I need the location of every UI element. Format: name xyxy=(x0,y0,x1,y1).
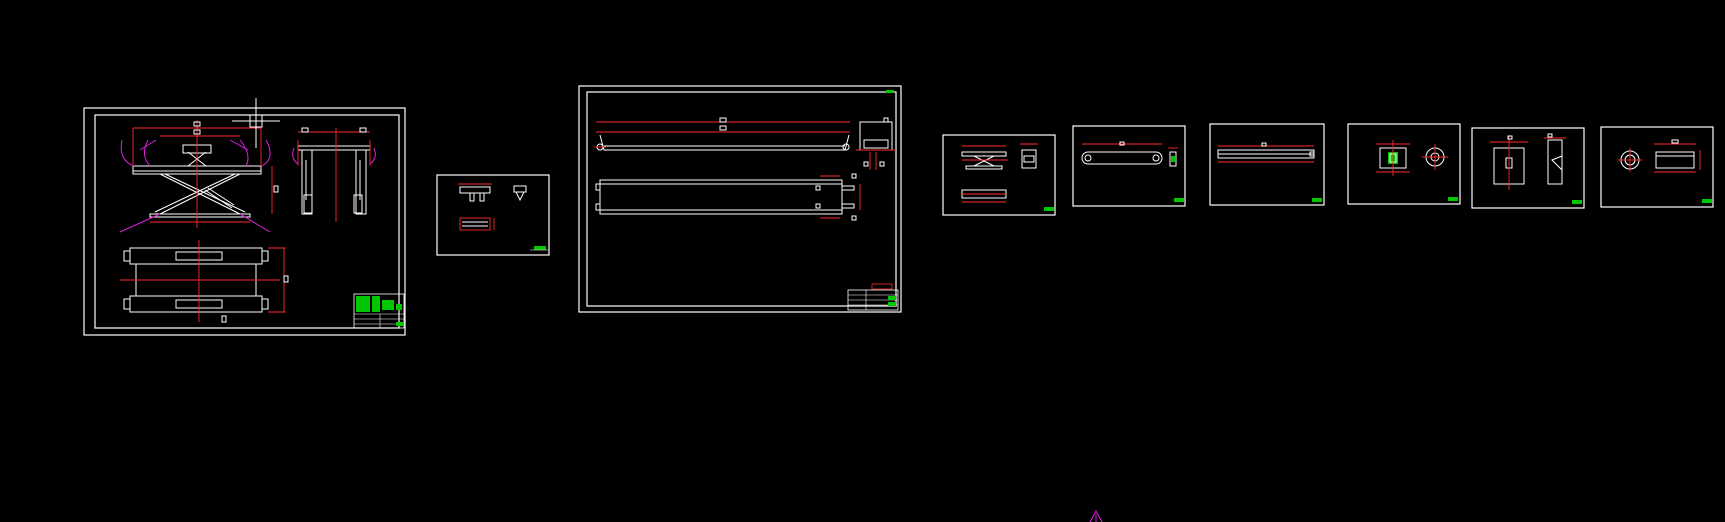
scissor-lift-top-view xyxy=(120,240,289,323)
beam-top-view xyxy=(595,173,861,221)
title-block-base-frame xyxy=(847,283,899,311)
detail-views xyxy=(458,183,527,231)
sheet-part-5[interactable] xyxy=(1471,127,1585,209)
sheet-part-3[interactable] xyxy=(1209,123,1325,206)
part-6-views xyxy=(1618,139,1701,173)
ucs-marker-icon xyxy=(1089,509,1103,522)
sheet-base-frame[interactable] xyxy=(578,85,902,313)
sheet-part-4[interactable] xyxy=(1347,123,1461,205)
beam-front-view xyxy=(594,117,850,151)
beam-end-view xyxy=(856,117,896,170)
part-3-views xyxy=(1217,142,1315,163)
sheet-part-2[interactable] xyxy=(1072,125,1186,207)
part-4-views xyxy=(1376,140,1448,176)
sheet-part-1[interactable] xyxy=(942,134,1056,216)
title-block-assembly xyxy=(353,293,405,329)
scissor-lift-side-view xyxy=(292,127,376,222)
scissor-lift-front-view xyxy=(119,120,279,233)
part-2-views xyxy=(1081,141,1178,167)
part-1-views xyxy=(961,143,1038,203)
crosshair-cursor xyxy=(232,98,280,148)
sheet-assembly[interactable] xyxy=(83,107,406,336)
part-5-views xyxy=(1490,133,1566,190)
sheet-part-6[interactable] xyxy=(1600,126,1714,208)
sheet-detail-small[interactable] xyxy=(436,174,550,256)
